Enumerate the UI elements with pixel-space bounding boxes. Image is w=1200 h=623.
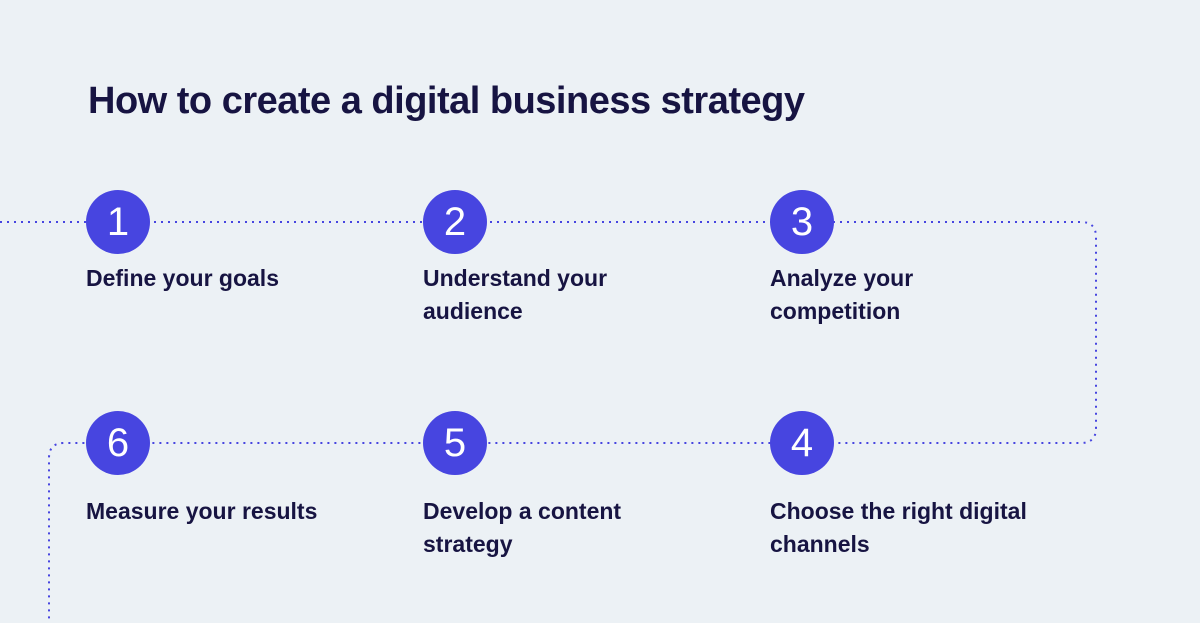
step-2-number-badge: 2 [423,190,487,254]
step-3-label: Analyze your competition [770,265,914,324]
step-2-label: Understand your audience [423,265,608,324]
step-5-number-badge: 5 [423,411,487,475]
step-1-number-badge: 1 [86,190,150,254]
step-4-number-badge: 4 [770,411,834,475]
step-5-label: Develop a content strategy [423,498,622,557]
step-6-label: Measure your results [86,498,318,524]
page-title: How to create a digital business strateg… [88,80,805,122]
step-4-label: Choose the right digital channels [770,498,1027,557]
step-6-number-badge: 6 [86,411,150,475]
step-1-label: Define your goals [86,265,279,291]
step-3-number-badge: 3 [770,190,834,254]
